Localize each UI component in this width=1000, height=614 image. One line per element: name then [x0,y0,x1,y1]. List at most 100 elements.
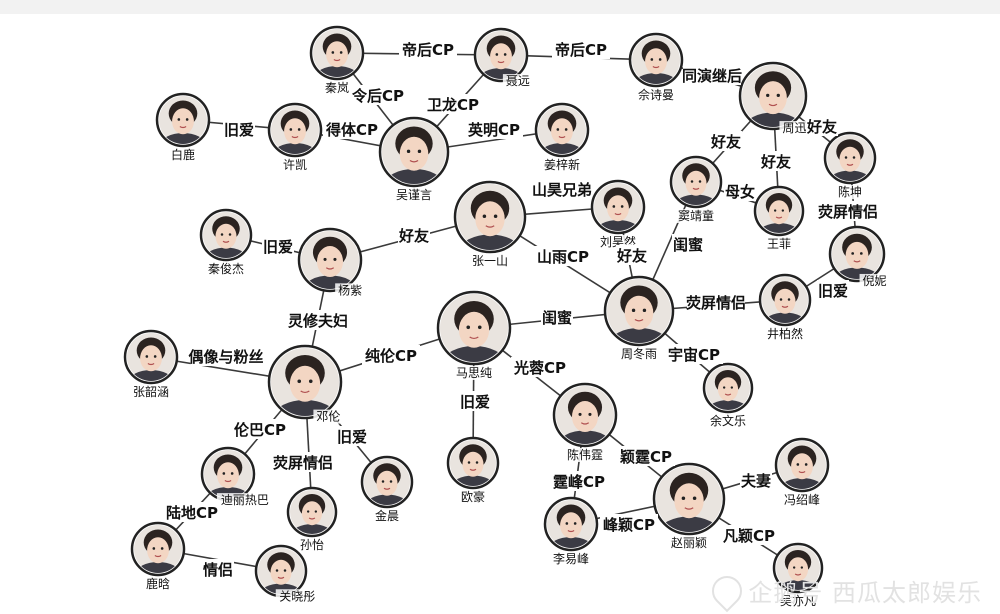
avatar-icon [538,106,586,154]
person-name: 陈坤 [838,184,862,199]
edge-label-bg [672,234,704,254]
edge-label-yangzi-zhangyishan: 好友 [398,227,429,245]
person-node-jiangzixin[interactable]: 姜梓新 [534,102,590,172]
person-node-chenweiting[interactable]: 陈伟霆 [552,382,618,462]
edge-label-bg [459,391,491,411]
edge-label-zhouxun-wangfei: 好友 [760,153,791,171]
person-name: 吴谨言 [396,188,432,202]
edge-label-bg [511,357,569,377]
edge-label-bg [720,525,778,545]
person-node-doujingtong[interactable]: 窦靖童 [669,155,723,223]
person-node-luhan[interactable]: 鹿晗 [130,521,186,591]
avatar-icon [450,440,496,486]
edge-label-chenweiting-zhaoliying: 颖霆CP [620,448,672,466]
edge-label-bg [552,39,610,59]
edge-label-nieyuan-sheshiman: 帝后CP [555,41,607,59]
person-name: 冯绍峰 [784,493,820,507]
person-name: 赵丽颖 [671,536,707,550]
avatar-icon [776,546,820,590]
edge-label-masichun-ouhao: 旧爱 [460,393,490,411]
person-node-fengshaofeng[interactable]: 冯绍峰 [774,437,830,507]
person-node-yuwenle[interactable]: 余文乐 [702,362,754,428]
person-node-jingboran[interactable]: 井柏然 [758,273,812,341]
edge-label-yangzi-denglun: 灵修夫妇 [288,312,348,330]
avatar-icon [271,348,339,416]
avatar-icon [364,459,410,505]
edge-label-bg [665,344,723,364]
person-node-zhouxun[interactable]: 周迅 [738,61,810,142]
edge-label-chenweiting-liyifeng: 霆峰CP [553,473,605,491]
person-name-bg [706,414,750,428]
avatar-icon [832,229,882,279]
person-node-zhangshaohan[interactable]: 张韶涵 [123,329,179,399]
edge-label-bg [349,85,407,105]
edge-label-qinjunjie-yangzi: 旧爱 [263,238,293,256]
person-node-bailu[interactable]: 白鹿 [155,92,211,162]
person-node-wujinyan[interactable]: 吴谨言 [378,116,450,202]
edge-label-bg [819,201,877,221]
edge-label-qinlan-nieyuan: 帝后CP [402,41,454,59]
person-node-xukai[interactable]: 许凯 [267,102,323,172]
person-node-zhangyishan[interactable]: 张一山 [453,180,527,268]
edge-label-bg [760,151,792,171]
edge-label-bg [533,179,591,199]
person-name: 井柏然 [767,326,803,341]
person-node-dilireba[interactable]: 迪丽热巴 [200,446,273,510]
person-node-yangzi[interactable]: 杨紫 [297,227,366,303]
avatar-icon [382,120,446,184]
avatar-icon [477,31,525,79]
edge-label-bg [274,452,332,472]
person-name-bg [168,148,198,162]
person-node-liuhaoran[interactable]: 刘昊然 [590,179,646,249]
edge-label-chenkun-nini: 荧屏情侣 [818,203,878,221]
person-node-qinjunjie[interactable]: 秦俊杰 [199,208,253,276]
person-node-liyifeng[interactable]: 李易峰 [543,496,599,566]
person-name-bg [297,538,327,552]
person-node-zhoudongyu[interactable]: 周冬雨 [603,275,675,361]
edge-label-bg [806,116,838,136]
person-name: 窦靖童 [678,208,714,223]
person-node-denglun[interactable]: 邓伦 [267,344,344,432]
person-name-bg [458,490,488,504]
avatar-icon [127,333,175,381]
person-node-sunyi[interactable]: 孙怡 [286,486,338,552]
person-name: 马思纯 [456,366,492,380]
person-name-bg [335,283,366,298]
avatar-icon [656,466,722,532]
person-node-chenkun[interactable]: 陈坤 [823,131,877,199]
person-name-bg [835,185,865,199]
person-node-wangfei[interactable]: 王菲 [753,185,805,251]
person-node-jinchen[interactable]: 金晨 [360,455,414,523]
person-node-wuyifan[interactable]: 吴亦凡 [772,542,824,608]
person-node-nieyuan[interactable]: 聂远 [473,27,533,91]
person-name-bg [372,509,402,523]
person-node-nini[interactable]: 倪妮 [828,225,890,292]
edge-label-doujingtong-wangfei: 母女 [725,183,755,201]
person-node-ouhao[interactable]: 欧豪 [446,436,500,504]
person-name-bg [313,409,344,424]
person-name-bg [502,74,533,89]
edge-label-nieyuan-wujinyan: 卫龙CP [427,96,479,114]
edge-label-bg [740,470,772,490]
edge-label-bg [323,119,381,139]
edge-label-xukai-wujinyan: 得体CP [325,121,378,139]
edge-label-dilireba-luhan: 陆地CP [166,504,218,522]
edge-label-bg [336,426,368,446]
edge-label-sheshiman-zhouxun: 同演继后 [682,67,742,85]
person-node-zhaoliying[interactable]: 赵丽颖 [652,462,726,550]
avatar-icon [547,500,595,548]
person-node-masichun[interactable]: 马思纯 [436,290,512,380]
edge-label-bg [724,181,756,201]
edge-label-zhangyishan-liuhaoran: 山昊兄弟 [532,181,592,199]
person-node-guanxiaotong[interactable]: 关晓彤 [254,544,319,606]
person-node-qinlan[interactable]: 秦岚 [309,25,365,95]
person-name-bg [143,577,173,591]
edge-label-jingboran-zhoudongyu: 荧屏情侣 [686,294,746,312]
edge-label-bg [683,65,741,85]
edge-label-denglun-jinchen: 旧爱 [337,428,367,446]
avatar-icon [271,106,319,154]
person-node-sheshiman[interactable]: 佘诗曼 [628,32,684,102]
person-name: 佘诗曼 [638,87,674,102]
